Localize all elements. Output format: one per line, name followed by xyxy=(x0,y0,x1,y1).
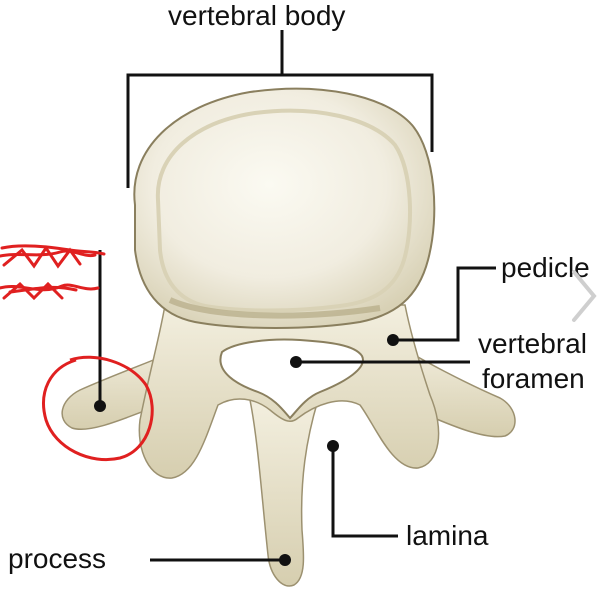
vertebral-body-rim xyxy=(155,108,413,313)
lamina-leader xyxy=(331,446,398,538)
pedicle-leader xyxy=(393,266,496,342)
label-vertebral-foramen-line2: foramen xyxy=(482,363,585,394)
vertebral-body-bracket xyxy=(126,73,434,188)
red-circle-annotation xyxy=(42,355,154,461)
process-dot xyxy=(279,554,291,566)
label-process: process xyxy=(8,543,107,574)
spinous-process xyxy=(249,399,320,587)
lamina-dot xyxy=(327,440,339,452)
label-pedicle: pedicle xyxy=(501,252,590,283)
label-vertebral-foramen-line1: vertebral xyxy=(478,328,587,359)
foramen-dot xyxy=(290,356,302,368)
transverse-dot xyxy=(94,400,106,412)
vertebral-body-edge xyxy=(168,297,381,319)
chevron-right-icon[interactable] xyxy=(568,268,600,324)
label-vertebral-body: vertebral body xyxy=(168,0,346,31)
leader-dots xyxy=(94,334,399,566)
vertebral-body xyxy=(133,87,436,329)
pedicle-dot xyxy=(387,334,399,346)
red-scribble xyxy=(0,244,106,301)
leader-lines xyxy=(98,30,496,562)
vertebral-foramen xyxy=(219,338,364,420)
label-lamina: lamina xyxy=(406,520,489,551)
